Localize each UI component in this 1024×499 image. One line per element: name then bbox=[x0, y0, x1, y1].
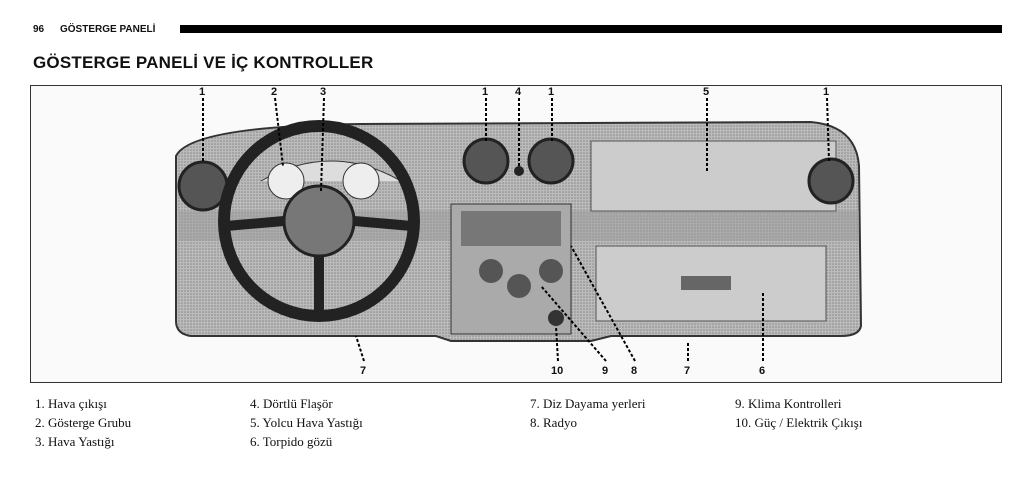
callout-5-passenger-airbag: 5 bbox=[703, 86, 710, 98]
page-number: 96 bbox=[33, 24, 45, 35]
legend-item: 8. Radyo bbox=[530, 415, 577, 430]
callout-7-knee-bolster-right: 7 bbox=[684, 365, 691, 377]
legend-item: 5. Yolcu Hava Yastığı bbox=[250, 415, 363, 430]
callout-1-center-vent-left: 1 bbox=[482, 86, 489, 98]
dashboard-illustration: 1 2 3 1 4 1 5 1 7 10 9 8 7 6 bbox=[30, 85, 1002, 383]
legend-item: 9. Klima Kontrolleri bbox=[735, 396, 842, 411]
legend-item: 6. Torpido gözü bbox=[250, 434, 333, 449]
legend-item: 3. Hava Yastığı bbox=[35, 434, 115, 449]
callout-1-center-vent-right: 1 bbox=[548, 86, 555, 98]
callout-8-radio: 8 bbox=[631, 365, 638, 377]
legend-item: 4. Dörtlü Flaşör bbox=[250, 396, 333, 411]
section-header: GÖSTERGE PANELİ bbox=[60, 24, 156, 35]
legend-item: 10. Güç / Elektrik Çıkışı bbox=[735, 415, 863, 430]
legend-item: 2. Gösterge Grubu bbox=[35, 415, 132, 430]
callout-1-left-vent: 1 bbox=[199, 86, 206, 98]
legend-item: 1. Hava çıkışı bbox=[35, 396, 107, 411]
callout-9-climate-controls: 9 bbox=[602, 365, 609, 377]
dashboard-drawing bbox=[175, 97, 863, 362]
callout-2-gauge-cluster: 2 bbox=[271, 86, 278, 98]
callout-10-power-outlet: 10 bbox=[551, 365, 564, 377]
callout-1-right-vent: 1 bbox=[823, 86, 830, 98]
page-title: GÖSTERGE PANELİ VE İÇ KONTROLLER bbox=[33, 53, 374, 72]
callout-6-glove-box: 6 bbox=[759, 365, 766, 377]
callout-7-knee-bolster-left: 7 bbox=[360, 365, 367, 377]
header-rule bbox=[180, 25, 1002, 33]
callout-4-hazard: 4 bbox=[515, 86, 522, 98]
callout-3-airbag: 3 bbox=[320, 86, 327, 98]
legend-item: 7. Diz Dayama yerleri bbox=[530, 396, 646, 411]
